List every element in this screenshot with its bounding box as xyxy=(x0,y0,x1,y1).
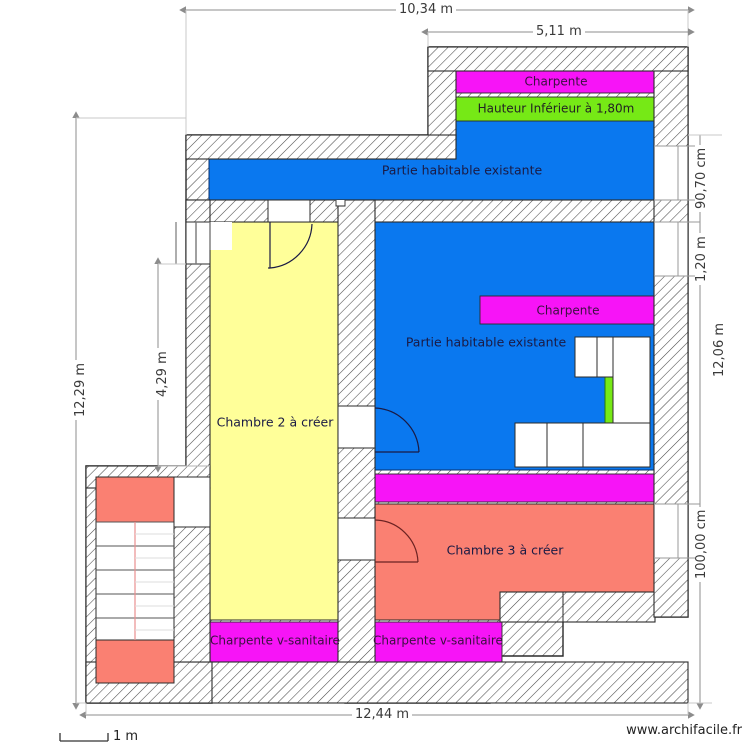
dimension-top-right: 5,11 m xyxy=(533,25,585,39)
zone-charpente-top xyxy=(454,70,656,94)
window-right-mid xyxy=(653,221,689,277)
dimension-right-mid: 1,20 m xyxy=(694,233,709,285)
zone-hauteur-inferieure xyxy=(454,96,656,122)
door-chambre2-to-habitable xyxy=(337,405,420,453)
zone-charpente-vsanitaire-right xyxy=(373,621,503,663)
dimension-bottom-overall: 12,44 m xyxy=(352,708,413,722)
dimension-left-overall: 12,29 m xyxy=(73,359,88,420)
zone-charpente-band xyxy=(373,473,656,503)
door-chambre3 xyxy=(337,517,419,563)
door-chambre2-top xyxy=(267,199,313,269)
window-chambre2-left xyxy=(175,221,232,265)
zone-charpente-middle xyxy=(479,295,656,325)
dimension-right-bottom: 100,00 cm xyxy=(694,506,709,582)
window-right-top xyxy=(653,145,689,201)
zone-charpente-vsanitaire-left xyxy=(209,621,339,663)
window-right-bottom xyxy=(653,503,689,559)
dimension-right-top: 90,70 cm xyxy=(694,144,709,212)
room-chambre-2 xyxy=(209,221,339,621)
dimension-top-overall: 10,34 m xyxy=(396,3,457,17)
scale-bar-label: 1 m xyxy=(113,729,139,744)
dimension-right-overall: 12,06 m xyxy=(712,319,727,380)
dimension-left-inner: 4,29 m xyxy=(155,348,170,400)
wall-notch-top xyxy=(335,200,346,207)
staircase xyxy=(95,476,211,684)
fixture-group-middle xyxy=(514,336,651,468)
watermark: www.archifacile.fr xyxy=(626,723,742,738)
